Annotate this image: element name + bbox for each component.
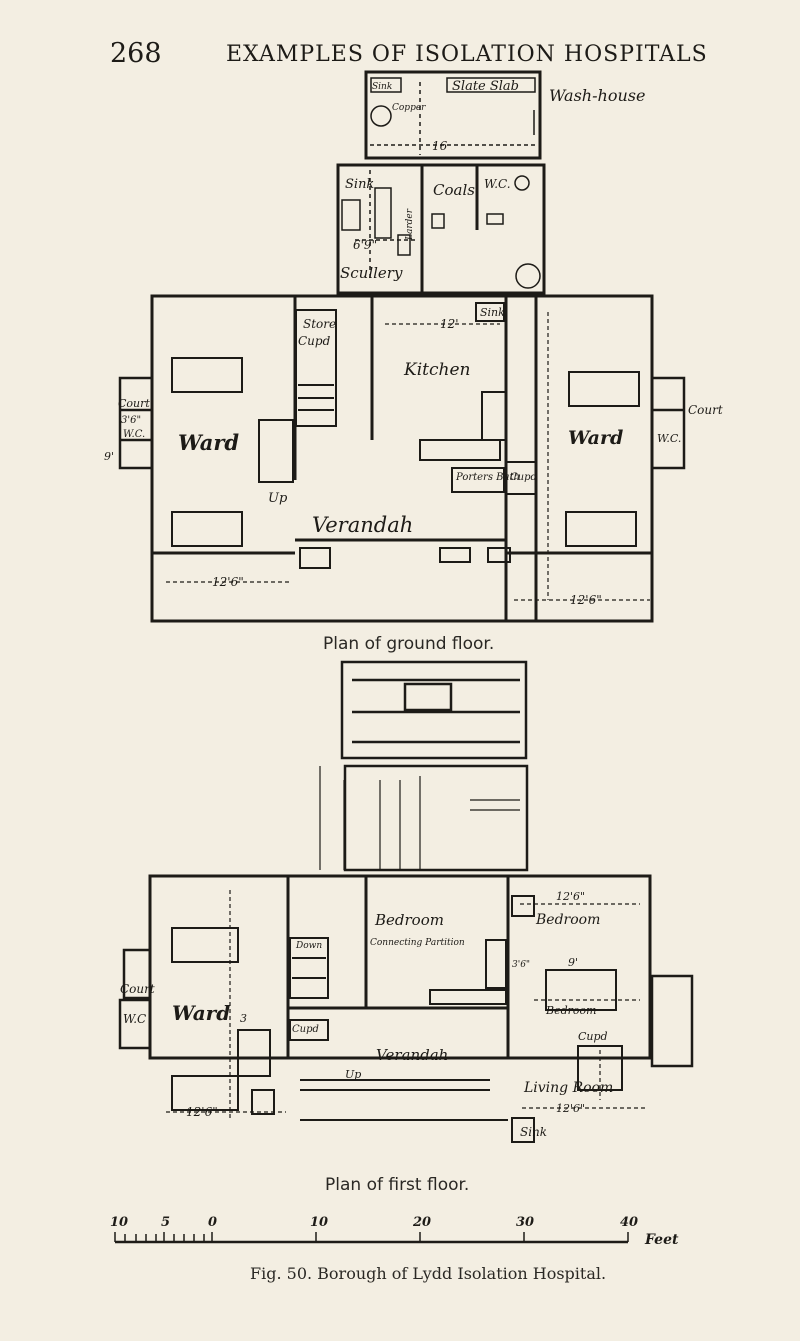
gf-dim-6-9: 6'9"	[353, 238, 377, 252]
scale-tick-10-left: 10	[110, 1215, 128, 1230]
gf-dim-16: 16	[432, 139, 448, 153]
page-header: 268 EXAMPLES OF ISOLATION HOSPITALS	[0, 38, 800, 78]
wash-house-walls	[364, 70, 542, 160]
scale-tick-0: 0	[208, 1215, 217, 1230]
gf-dim-12-6-right: 12'6"	[570, 593, 602, 607]
page-number: 268	[110, 38, 162, 69]
scale-tick-20: 20	[412, 1215, 431, 1230]
gf-dim-12-6-left: 12'6"	[212, 575, 244, 589]
scale-bar	[114, 1232, 629, 1244]
ff-dim-3: 3	[240, 1012, 247, 1025]
gf-cupd-right: Cupd	[510, 472, 537, 483]
ff-bedroom-right: Bedroom	[535, 912, 600, 928]
ff-connecting-partition: Connecting Partition	[370, 938, 465, 948]
plan-labels: Sink Slate Slab Copper Wash-house 16 Sin…	[104, 79, 723, 1248]
scale-tick-5: 5	[161, 1215, 170, 1230]
scullery-block-walls	[336, 163, 546, 295]
gf-copper: Copper	[392, 103, 426, 113]
ff-court: Court	[120, 982, 155, 996]
scale-tick-10: 10	[310, 1215, 328, 1230]
ground-floor-plan	[118, 70, 686, 623]
first-floor-plan	[118, 660, 694, 1143]
ff-down: Down	[295, 941, 322, 951]
ff-dim-9: 9'	[568, 956, 578, 969]
scale-tick-30: 30	[516, 1215, 534, 1230]
scale-unit: Feet	[644, 1232, 679, 1248]
gf-wc-top: W.C.	[484, 177, 511, 191]
ff-dim-12-6-left: 12'6"	[186, 1105, 218, 1119]
ff-bedroom-left: Bedroom	[374, 911, 444, 929]
ff-verandah: Verandah	[376, 1046, 448, 1064]
ff-sink: Sink	[520, 1125, 547, 1139]
ff-dim-12-6-top: 12'6"	[556, 890, 585, 903]
gf-porters-bath: Porters Bath	[455, 472, 520, 483]
page-title: EXAMPLES OF ISOLATION HOSPITALS	[226, 42, 708, 67]
ff-dim-12-6-bottom: 12'6"	[556, 1102, 585, 1115]
gf-wc-left: W.C.	[123, 429, 145, 440]
ff-cupd-right: Cupd	[578, 1030, 608, 1043]
ff-up: Up	[345, 1068, 361, 1081]
ff-ward: Ward	[172, 1001, 230, 1025]
gf-cupd: Cupd	[298, 334, 331, 348]
gf-sink-top: Sink	[372, 82, 392, 92]
roof-block	[340, 660, 529, 872]
gf-dim-12-kitchen: 12'	[440, 317, 459, 331]
scale-tick-40: 40	[620, 1215, 638, 1230]
gf-wash-house: Wash-house	[549, 86, 645, 105]
gf-sink-kitchen: Sink	[480, 306, 505, 319]
ff-wc: W.C	[123, 1012, 146, 1026]
gf-larder: Larder	[405, 208, 415, 241]
gf-ward-left: Ward	[178, 430, 239, 455]
gf-slate-slab: Slate Slab	[452, 79, 519, 94]
gf-ward-right: Ward	[568, 427, 623, 449]
gf-sink-scullery: Sink	[345, 177, 374, 192]
gf-store: Store	[303, 317, 336, 331]
first-floor-caption: Plan of first floor.	[325, 1175, 470, 1195]
ff-dim-3-6: 3'6"	[512, 960, 530, 970]
ground-floor-caption: Plan of ground floor.	[323, 634, 495, 654]
ground-floor-walls	[150, 294, 654, 623]
gf-up: Up	[268, 491, 288, 506]
gf-verandah: Verandah	[312, 513, 413, 537]
gf-kitchen: Kitchen	[403, 360, 470, 380]
ff-living-room: Living Room	[523, 1080, 613, 1096]
ff-bedroom-mid: Bedroom	[545, 1004, 597, 1017]
gf-dim-3-6: 3'6"	[121, 415, 141, 426]
gf-court-left: Court	[118, 397, 150, 410]
gf-dim-9: 9'	[104, 450, 114, 463]
gf-scullery: Scullery	[340, 264, 403, 282]
figure-caption: Fig. 50. Borough of Lydd Isolation Hospi…	[250, 1264, 607, 1283]
gf-wc-right: W.C.	[657, 432, 681, 445]
gf-coals: Coals	[433, 181, 475, 199]
gf-court-right: Court	[688, 403, 723, 417]
ff-cupd: Cupd	[292, 1024, 319, 1035]
